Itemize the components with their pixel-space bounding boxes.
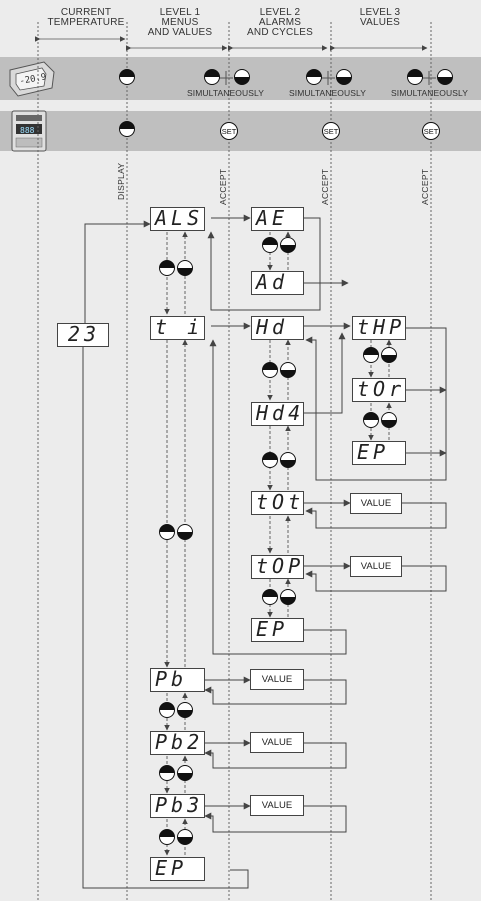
display-label: DISPLAY xyxy=(116,162,126,200)
header-level2: LEVEL 2 ALARMS AND CYCLES xyxy=(230,8,330,38)
din-device-band xyxy=(0,111,481,151)
level1-als-tid-up-key-icon xyxy=(159,260,175,276)
header-level2-line2: ALARMS xyxy=(258,17,302,28)
level1-pb2-pb3-down-key-icon xyxy=(177,765,193,781)
header-current-line2: TEMPERATURE xyxy=(47,17,125,28)
menu-ep-level2: EP xyxy=(251,618,304,642)
band-level2-down-key-icon xyxy=(336,69,352,85)
set-key-level2-icon: SET xyxy=(322,122,340,140)
panel-controller-image: -20.9 xyxy=(9,61,55,97)
accept-label-level2: ACCEPT xyxy=(320,168,330,205)
value-box-pb2: VALUE xyxy=(250,732,304,753)
level2-top-ep-down-key-icon xyxy=(280,589,296,605)
band-display-up-key-icon xyxy=(119,69,135,85)
key-buttons: SET SET SET xyxy=(119,69,453,845)
level1-pb2-pb3-up-key-icon xyxy=(159,765,175,781)
header-level1: LEVEL 1 MENUS AND VALUES xyxy=(130,8,230,38)
level3-tor-ep-down-key-icon xyxy=(381,412,397,428)
header-level2-line3: AND CYCLES xyxy=(247,27,313,38)
value-box-top: VALUE xyxy=(350,556,402,577)
simultaneously-label-level2: SIMULTANEOUSLY xyxy=(289,88,366,98)
header-level2-line1: LEVEL 2 xyxy=(259,7,301,18)
simultaneously-label-level1: SIMULTANEOUSLY xyxy=(187,88,264,98)
header-level3-line2: VALUES xyxy=(360,17,400,28)
menu-pb3: Pb3 xyxy=(150,794,205,818)
band-level1-down-key-icon xyxy=(234,69,250,85)
header-level1-line2: MENUS xyxy=(161,17,199,28)
menu-pb1: Pb 1 xyxy=(150,668,205,692)
header-level1-line1: LEVEL 1 xyxy=(159,7,201,18)
menu-ae: AE xyxy=(251,207,304,231)
level1-pb1-pb2-down-key-icon xyxy=(177,702,193,718)
menu-pb2: Pb2 xyxy=(150,731,205,755)
menu-ad: Ad xyxy=(251,271,304,295)
header-level3: LEVEL 3 VALUES xyxy=(330,8,430,28)
header-current-line1: CURRENT xyxy=(60,7,112,18)
level1-als-tid-down-key-icon xyxy=(177,260,193,276)
menu-tot: tOt xyxy=(251,491,304,515)
panel-readout: -20.9 xyxy=(19,72,47,87)
level2-hd4-tot-up-key-icon xyxy=(262,452,278,468)
menu-thp: tHP xyxy=(352,316,406,340)
band-level3-up-key-icon xyxy=(407,69,423,85)
level2-top-ep-up-key-icon xyxy=(262,589,278,605)
menu-hd4: Hd4 xyxy=(251,402,304,426)
value-box-pb3: VALUE xyxy=(250,795,304,816)
level2-hd4-tot-down-key-icon xyxy=(280,452,296,468)
menu-ep-level1: EP xyxy=(150,857,205,881)
level2-hd1-hd4-up-key-icon xyxy=(262,362,278,378)
header-current-temperature: CURRENT TEMPERATURE xyxy=(38,8,134,28)
band-level3-down-key-icon xyxy=(437,69,453,85)
band2-display-up-key-icon xyxy=(119,121,135,137)
level2-ae-ad-up-key-icon xyxy=(262,237,278,253)
menu-hd1: Hd 1 xyxy=(251,316,304,340)
level1-tid-pb1-down-key-icon xyxy=(177,524,193,540)
level3-thp-tor-up-key-icon xyxy=(363,347,379,363)
level2-ae-ad-down-key-icon xyxy=(280,237,296,253)
value-box-pb1: VALUE xyxy=(250,669,304,690)
temperature-display: 23 xyxy=(57,323,109,347)
value-box-tot: VALUE xyxy=(350,493,402,514)
header-level1-line3: AND VALUES xyxy=(147,27,213,38)
menu-ep-level3: EP xyxy=(352,441,406,465)
level3-tor-ep-up-key-icon xyxy=(363,412,379,428)
level2-hd1-hd4-down-key-icon xyxy=(280,362,296,378)
level1-tid-pb1-up-key-icon xyxy=(159,524,175,540)
level1-pb3-ep-down-key-icon xyxy=(177,829,193,845)
simultaneously-label-level3: SIMULTANEOUSLY xyxy=(391,88,468,98)
menu-als: ALS xyxy=(150,207,205,231)
menu-tor: tOr xyxy=(352,378,406,402)
menu-tid: t id xyxy=(150,316,205,340)
set-key-level2-icon-label: SET xyxy=(324,127,339,136)
band-level1-up-key-icon xyxy=(204,69,220,85)
level3-thp-tor-down-key-icon xyxy=(381,347,397,363)
level1-pb1-pb2-up-key-icon xyxy=(159,702,175,718)
din-readout: 888 xyxy=(20,126,35,135)
set-key-level1-icon: SET xyxy=(220,122,238,140)
set-key-level1-icon-label: SET xyxy=(222,127,237,136)
header-level3-line1: LEVEL 3 xyxy=(359,7,401,18)
din-rail-controller-image: 888 xyxy=(11,110,47,152)
accept-label-level1: ACCEPT xyxy=(218,168,228,205)
band-level2-up-key-icon xyxy=(306,69,322,85)
level1-pb3-ep-up-key-icon xyxy=(159,829,175,845)
set-key-level3-icon-label: SET xyxy=(424,127,439,136)
menu-top: tOP xyxy=(251,555,304,579)
set-key-level3-icon: SET xyxy=(422,122,440,140)
accept-label-level3: ACCEPT xyxy=(420,168,430,205)
